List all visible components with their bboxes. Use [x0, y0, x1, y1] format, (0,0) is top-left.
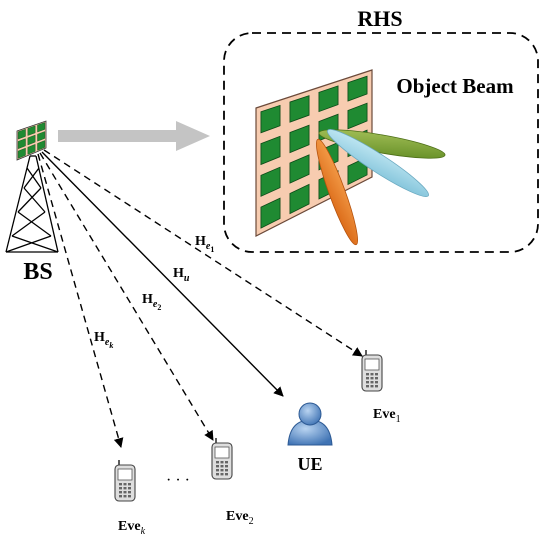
bs-antenna-element: [37, 131, 46, 142]
phone-key: [370, 385, 374, 388]
phone-evek-part: [117, 468, 133, 481]
base-station: BS: [5, 120, 59, 285]
bs-antenna-panel: [16, 120, 47, 161]
phone-key: [216, 469, 219, 472]
phone-key: [220, 473, 224, 476]
channel-label-hek: Hek: [94, 330, 113, 350]
user-icon: [287, 402, 333, 446]
rhs-element: [289, 124, 310, 154]
phone-key: [128, 487, 131, 490]
phone-key: [119, 487, 122, 490]
bs-antenna-element: [27, 125, 36, 136]
rhs-element: [289, 95, 310, 123]
phone-key: [128, 491, 131, 494]
phone-eve2-icon: [211, 438, 233, 480]
rhs-element: [318, 85, 339, 113]
channel-label-he2: He2: [142, 292, 161, 312]
phone-key: [370, 381, 374, 384]
phone-eve1-icon: [361, 350, 383, 392]
eve1-label: Eve1: [373, 407, 401, 425]
rhs-panel: [255, 69, 373, 237]
phone-key: [366, 385, 369, 388]
link-ue: [41, 151, 284, 397]
gray-arrow: [58, 121, 210, 151]
phone-key: [225, 465, 228, 468]
phone-key: [119, 491, 122, 494]
bs-antenna-element: [27, 144, 36, 155]
phone-key: [225, 473, 228, 476]
object-beam-label: Object Beam: [396, 74, 514, 98]
rhs-region: RHS: [223, 6, 539, 253]
phone-key: [123, 495, 127, 498]
object-beams: [316, 129, 446, 246]
rhs-element: [289, 154, 310, 184]
rhs-element: [289, 183, 310, 215]
phone-eve1-part: [364, 358, 380, 371]
phone-key: [375, 381, 378, 384]
phone-key: [119, 483, 122, 486]
rhs-element: [260, 166, 281, 197]
phone-key: [123, 487, 127, 490]
link-evek: [37, 153, 124, 448]
phone-key: [220, 465, 224, 468]
bs-antenna-element: [37, 140, 46, 151]
rhs-element: [347, 75, 368, 102]
phone-key: [128, 483, 131, 486]
phone-key: [370, 377, 374, 380]
bs-label: BS: [23, 259, 52, 285]
rhs-element: [260, 197, 281, 229]
phone-eve2-part: [214, 446, 230, 459]
rhs-element: [260, 135, 281, 166]
phone-key: [220, 461, 224, 464]
eve2-label: Eve2: [226, 509, 254, 527]
rhs-title: RHS: [357, 6, 402, 31]
ue-label: UE: [297, 454, 322, 474]
phone-key: [375, 385, 378, 388]
channel-links: [37, 149, 363, 448]
channel-label-hu: Hu: [173, 266, 190, 284]
phone-key: [366, 381, 369, 384]
link-eve2: [39, 152, 214, 441]
bs-antenna-element: [17, 128, 26, 140]
link-eve1: [43, 149, 363, 357]
beam-orange: [316, 138, 358, 246]
phone-key: [366, 377, 369, 380]
phone-key: [366, 373, 369, 376]
tower-lattice-icon: [5, 155, 59, 253]
phone-key: [128, 495, 131, 498]
phone-key: [225, 469, 228, 472]
phone-key: [225, 461, 228, 464]
phone-key: [375, 373, 378, 376]
bs-antenna-element: [27, 134, 36, 146]
rhs-element: [347, 102, 368, 130]
phone-key: [220, 469, 224, 472]
phone-evek-icon: [114, 460, 136, 502]
rhs-element: [260, 104, 281, 134]
evek-label: Evek: [118, 519, 146, 537]
phone-key: [119, 495, 122, 498]
phone-key: [123, 483, 127, 486]
ellipsis: · · ·: [166, 472, 190, 489]
channel-label-he1: He1: [195, 234, 214, 254]
phone-key: [370, 373, 374, 376]
bs-antenna-element: [37, 122, 46, 133]
phone-key: [123, 491, 127, 494]
phone-key: [216, 473, 219, 476]
phone-key: [375, 377, 378, 380]
bs-antenna-element: [17, 138, 26, 150]
bs-antenna-element: [17, 147, 26, 159]
phone-key: [216, 465, 219, 468]
beam-blue: [327, 129, 429, 197]
phone-key: [216, 461, 219, 464]
